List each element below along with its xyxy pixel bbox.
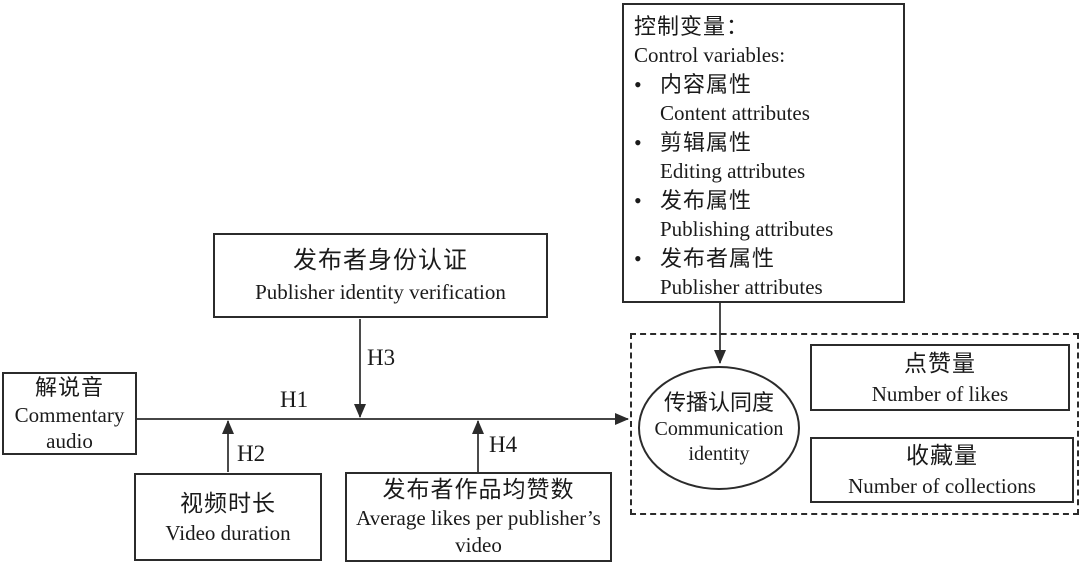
node-label-zh: 视频时长 (180, 490, 276, 516)
control-variables-box: 控制变量： Control variables: • 内容属性 Content … (622, 3, 905, 303)
control-item-content: • 内容属性 Content attributes (634, 70, 810, 128)
bullet-icon: • (634, 188, 642, 213)
node-label-zh: 发布者作品均赞数 (382, 477, 575, 502)
control-item-zh: 发布属性 (660, 188, 753, 213)
video-duration-box: 视频时长 Video duration (134, 473, 322, 561)
control-item-zh: 发布者属性 (660, 246, 776, 271)
hypothesis-label-h4: H4 (489, 432, 518, 457)
node-label-en: Video duration (165, 520, 291, 545)
bullet-icon: • (634, 72, 642, 97)
commentary-audio-box: 解说音 Commentary audio (2, 372, 137, 455)
hypothesis-label-h2: H2 (237, 441, 266, 466)
control-item-en: Publisher attributes (660, 275, 823, 299)
node-label-en: Number of collections (848, 474, 1036, 498)
node-label-en: Publisher identity verification (255, 280, 506, 304)
control-item-en: Content attributes (660, 101, 810, 125)
node-label-zh: 发布者身份认证 (293, 248, 468, 274)
hypothesis-label-h1: H1 (280, 387, 309, 412)
avg-likes-box: 发布者作品均赞数 Average likes per publisher’s v… (345, 472, 612, 562)
outcome-dashed-region (630, 333, 1079, 515)
control-item-en: Publishing attributes (660, 217, 834, 241)
node-label-zh: 收藏量 (906, 443, 978, 468)
control-item-publisher: • 发布者属性 Publisher attributes (634, 244, 823, 302)
communication-identity-ellipse: 传播认同度 Communication identity (638, 366, 800, 490)
control-item-publishing: • 发布属性 Publishing attributes (634, 186, 833, 244)
control-title-en: Control variables: (634, 43, 786, 67)
control-item-editing: • 剪辑属性 Editing attributes (634, 128, 805, 186)
collections-box: 收藏量 Number of collections (810, 437, 1074, 503)
control-item-zh: 剪辑属性 (660, 130, 753, 155)
node-label-en: Average likes per publisher’s video (356, 506, 601, 557)
control-title-zh: 控制变量： (634, 14, 750, 39)
node-label-en: Communication identity (654, 418, 784, 465)
publisher-verification-box: 发布者身份认证 Publisher identity verification (213, 233, 548, 318)
node-label-zh: 传播认同度 (663, 390, 774, 415)
bullet-icon: • (634, 246, 642, 271)
node-label-en: Number of likes (871, 381, 1009, 406)
node-label-en: Commentary audio (14, 402, 125, 453)
likes-box: 点赞量 Number of likes (810, 344, 1070, 411)
hypothesis-label-h3: H3 (367, 345, 396, 370)
bullet-icon: • (634, 130, 642, 155)
node-label-zh: 解说音 (34, 374, 104, 400)
control-item-en: Editing attributes (660, 159, 806, 183)
control-item-zh: 内容属性 (660, 72, 753, 97)
node-label-zh: 点赞量 (904, 350, 976, 376)
